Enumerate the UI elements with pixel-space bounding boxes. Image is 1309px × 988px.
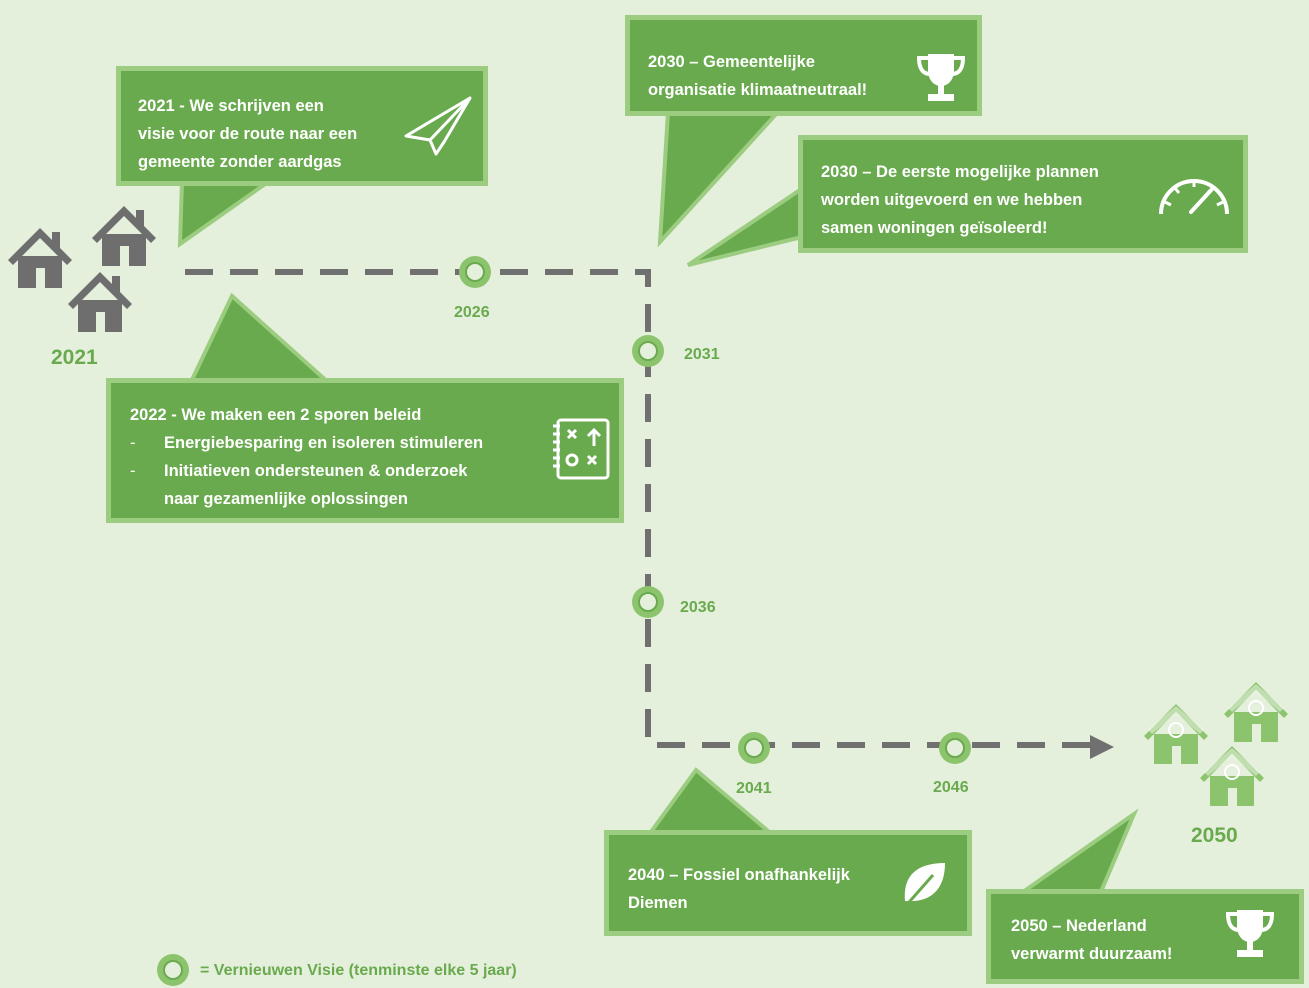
house-icon-gray-2 bbox=[92, 206, 156, 266]
milestone-label-2046: 2046 bbox=[933, 779, 969, 796]
callout-2040: 2040 – Fossiel onafhankelijk Diemen bbox=[604, 830, 972, 936]
callout-2022-bullet-1: - Energiebesparing en isoleren stimulere… bbox=[130, 434, 484, 452]
callout-2030a-text: 2030 – Gemeentelijke organisatie klimaat… bbox=[648, 53, 868, 99]
house-icon-green-3 bbox=[1199, 745, 1265, 807]
milestone-marker-2026 bbox=[459, 256, 491, 288]
callout-2022-bullet-2: - Initiatieven ondersteunen & onderzoek … bbox=[130, 462, 468, 508]
house-icon-green-2 bbox=[1223, 681, 1289, 743]
end-year-label: 2050 bbox=[1191, 824, 1238, 847]
callout-2030a: 2030 – Gemeentelijke organisatie klimaat… bbox=[625, 15, 982, 116]
callout-2021: 2021 - We schrijven een visie voor de ro… bbox=[116, 66, 488, 186]
leaf-icon bbox=[901, 863, 945, 910]
speedometer-icon bbox=[1159, 179, 1229, 215]
callout-2030b: 2030 – De eerste mogelijke plannen worde… bbox=[798, 135, 1248, 253]
start-year-label: 2021 bbox=[51, 346, 98, 369]
milestone-marker-2041 bbox=[738, 732, 770, 764]
callout-2040-text: 2040 – Fossiel onafhankelijk Diemen bbox=[628, 866, 850, 912]
callout-2022-heading: 2022 - We maken een 2 sporen beleid bbox=[130, 406, 422, 424]
house-icon-green-1 bbox=[1143, 703, 1209, 765]
milestone-marker-2036 bbox=[632, 586, 664, 618]
callout-tail-2021 bbox=[177, 180, 275, 248]
paper-plane-icon bbox=[404, 96, 472, 156]
strategy-board-icon bbox=[553, 418, 610, 480]
callout-2021-text: 2021 - We schrijven een visie voor de ro… bbox=[138, 97, 358, 171]
legend-text: = Vernieuwen Visie (tenminste elke 5 jaa… bbox=[200, 962, 517, 979]
callout-tail-2022 bbox=[186, 292, 336, 386]
route-arrowhead bbox=[1090, 735, 1114, 759]
house-icon-gray-1 bbox=[8, 228, 72, 288]
route-path bbox=[185, 269, 1092, 748]
callout-2022: 2022 - We maken een 2 sporen beleid - En… bbox=[106, 378, 624, 523]
house-icon-gray-3 bbox=[68, 272, 132, 332]
trophy-icon bbox=[1225, 910, 1275, 957]
milestone-label-2041: 2041 bbox=[736, 780, 772, 797]
callout-2050: 2050 – Nederland verwarmt duurzaam! bbox=[986, 889, 1304, 984]
legend-marker bbox=[157, 954, 189, 986]
milestone-label-2026: 2026 bbox=[454, 304, 490, 321]
trophy-icon bbox=[916, 54, 966, 101]
callout-tail-2050 bbox=[1013, 808, 1139, 896]
milestone-marker-2046 bbox=[939, 732, 971, 764]
milestone-marker-2031 bbox=[632, 335, 664, 367]
milestone-label-2036: 2036 bbox=[680, 599, 716, 616]
milestone-label-2031: 2031 bbox=[684, 346, 720, 363]
callout-tail-2030b bbox=[686, 182, 808, 267]
callout-2030b-text: 2030 – De eerste mogelijke plannen worde… bbox=[821, 163, 1099, 237]
callout-2050-text: 2050 – Nederland verwarmt duurzaam! bbox=[1011, 917, 1173, 963]
